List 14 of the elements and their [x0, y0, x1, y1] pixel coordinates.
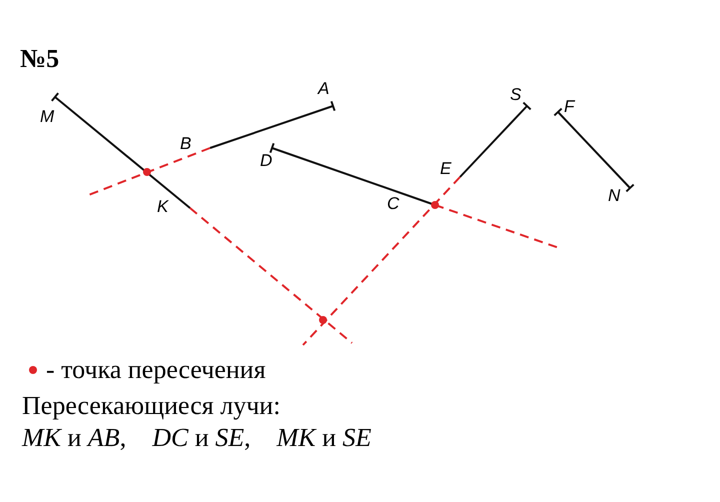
answer-text: MK и AB, DC и SE, MK и SE: [22, 425, 372, 451]
point-label: B: [180, 135, 192, 152]
point-label: S: [510, 86, 522, 103]
point-label: F: [564, 98, 574, 115]
point-label: D: [260, 152, 272, 169]
point-label: C: [387, 195, 400, 212]
point-label: N: [608, 187, 620, 204]
legend-text: - точка пересечения: [46, 357, 266, 383]
point-label: E: [440, 160, 452, 177]
point-label: M: [40, 108, 54, 125]
point-label: A: [318, 80, 330, 97]
task-number: №5: [20, 46, 60, 72]
point-label: K: [157, 198, 168, 215]
answer-heading: Пересекающиеся лучи:: [22, 393, 280, 419]
